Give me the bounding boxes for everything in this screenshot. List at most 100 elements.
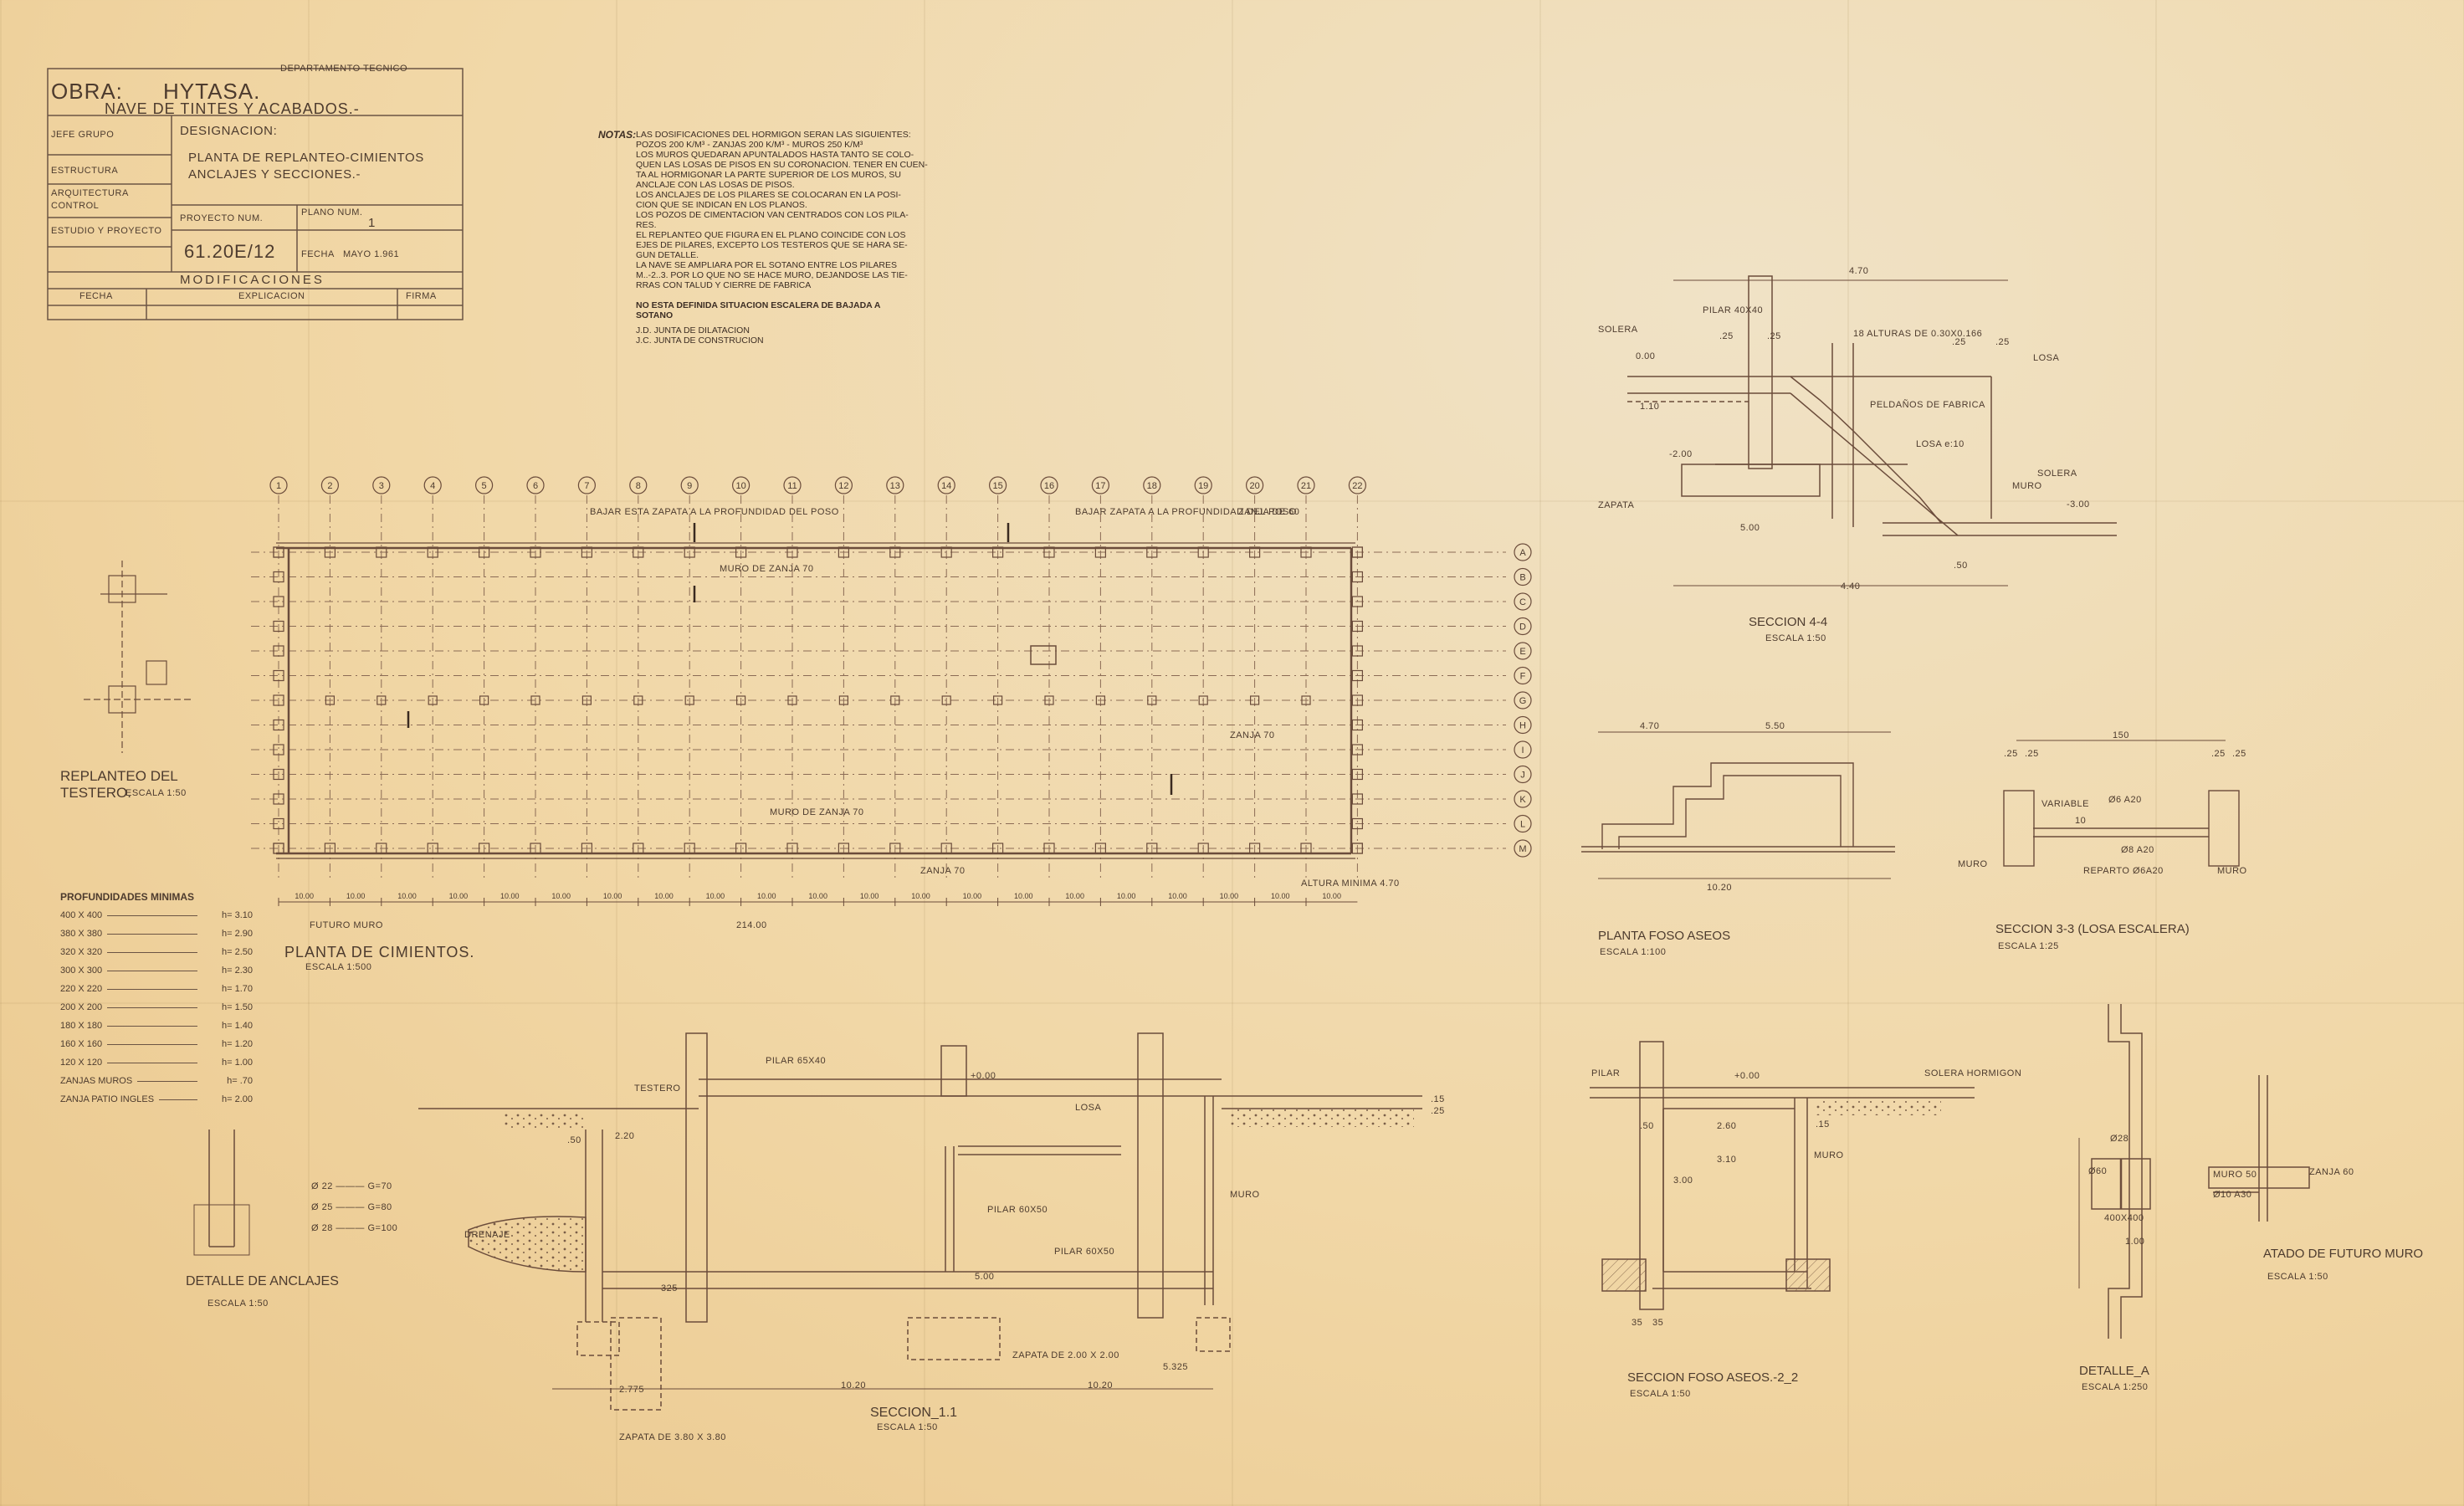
footing bbox=[940, 843, 952, 854]
column-label: 8 bbox=[636, 481, 641, 491]
footing bbox=[273, 817, 284, 830]
title-block: DEPARTAMENTO TECNICO OBRA: HYTASA. NAVE … bbox=[46, 64, 464, 326]
s11-label: +0.00 bbox=[971, 1071, 996, 1081]
atado-label: MURO 50 bbox=[2213, 1170, 2257, 1180]
deta-label: 1.00 bbox=[2125, 1237, 2145, 1247]
s22-dim: 35 bbox=[1652, 1318, 1664, 1328]
footing bbox=[427, 546, 438, 558]
atado-scale: ESCALA 1:50 bbox=[2267, 1272, 2328, 1282]
footing bbox=[1351, 645, 1364, 657]
s11-dim: 5.00 bbox=[975, 1272, 995, 1282]
s44-dim: .50 bbox=[1954, 561, 1968, 571]
row-marker bbox=[1514, 715, 1532, 735]
depth-value: h= 2.90 bbox=[221, 929, 253, 939]
note-line: LOS ANCLAJES DE LOS PILARES SE COLOCARAN… bbox=[636, 190, 901, 200]
plano-num-label: PLANO NUM. bbox=[301, 207, 363, 218]
col-firma: FIRMA bbox=[406, 291, 437, 301]
s33-label: MURO bbox=[2217, 866, 2247, 876]
s22-label: MURO bbox=[1814, 1150, 1844, 1160]
s33-label: VARIABLE bbox=[2041, 799, 2089, 809]
depth-leader bbox=[107, 914, 197, 916]
row-marker bbox=[1514, 617, 1532, 636]
role-arquitectura: ARQUITECTURA bbox=[51, 188, 129, 198]
row-label: E bbox=[1519, 647, 1525, 657]
section-3-3 bbox=[2003, 740, 2240, 867]
plan-dim-label: 10.00 bbox=[500, 892, 520, 900]
s44-label: SOLERA bbox=[2037, 469, 2077, 479]
s22-dim: 2.60 bbox=[1717, 1121, 1737, 1131]
depth-value: h= 1.50 bbox=[221, 1002, 253, 1012]
footing bbox=[1351, 719, 1364, 731]
deta-label: 400X400 bbox=[2104, 1213, 2144, 1223]
column-label: 22 bbox=[1352, 481, 1362, 491]
depth-leader bbox=[107, 988, 197, 990]
footing bbox=[1351, 620, 1364, 633]
role-control: CONTROL bbox=[51, 201, 100, 211]
s11-dim: 10.20 bbox=[841, 1380, 867, 1391]
column-marker bbox=[783, 476, 802, 494]
depth-leader bbox=[107, 951, 197, 953]
footing bbox=[530, 843, 541, 854]
footing bbox=[1146, 843, 1158, 854]
plan-section-marks bbox=[407, 523, 1173, 795]
replanteo-title-2: TESTERO. bbox=[60, 785, 132, 801]
s44-scale: ESCALA 1:50 bbox=[1765, 633, 1826, 643]
footing bbox=[324, 843, 336, 854]
column-marker bbox=[988, 476, 1007, 494]
plan-dim-label: 10.00 bbox=[1168, 892, 1187, 900]
column-marker bbox=[680, 476, 699, 494]
column-label: 15 bbox=[992, 481, 1002, 491]
column-label: 4 bbox=[430, 481, 435, 491]
plan-dim-label: 10.00 bbox=[757, 892, 776, 900]
s11-scale: ESCALA 1:50 bbox=[877, 1422, 938, 1432]
depth-value: h= 1.70 bbox=[221, 984, 253, 994]
footing bbox=[1351, 817, 1364, 830]
depth-value: h= .70 bbox=[227, 1076, 253, 1086]
footing bbox=[1043, 843, 1055, 854]
column-label: 13 bbox=[890, 481, 900, 491]
footing bbox=[478, 843, 490, 854]
atado-label: Ø10 A30 bbox=[2213, 1190, 2252, 1200]
notes-label: NOTAS: bbox=[598, 129, 637, 141]
s44-title: SECCION 4-4 bbox=[1749, 615, 1828, 629]
plan-future-wall: FUTURO MURO bbox=[310, 920, 383, 930]
plan-dim-label: 10.00 bbox=[1271, 892, 1290, 900]
column-marker bbox=[526, 476, 545, 494]
footing bbox=[1300, 843, 1312, 854]
footing bbox=[273, 843, 284, 854]
footing bbox=[1351, 843, 1364, 854]
footing bbox=[1198, 695, 1208, 705]
footing bbox=[377, 695, 387, 705]
plan-dim-label: 10.00 bbox=[1065, 892, 1084, 900]
modificaciones-label: MODIFICACIONES bbox=[180, 273, 325, 287]
fecha-value: MAYO 1.961 bbox=[343, 249, 400, 259]
column-label: 7 bbox=[584, 481, 589, 491]
plan-dim-label: 10.00 bbox=[449, 892, 469, 900]
row-label: F bbox=[1520, 672, 1526, 682]
row-label: B bbox=[1519, 573, 1525, 583]
footing bbox=[838, 695, 849, 705]
column-marker bbox=[1194, 476, 1212, 494]
row-marker bbox=[1514, 740, 1532, 759]
depth-size: 160 X 160 bbox=[60, 1039, 103, 1049]
footing bbox=[1248, 546, 1261, 558]
depth-size: 200 X 200 bbox=[60, 1002, 103, 1012]
row-label: C bbox=[1519, 597, 1526, 607]
s33-title: SECCION 3-3 (LOSA ESCALERA) bbox=[1995, 922, 2190, 936]
row-label: A bbox=[1519, 548, 1526, 558]
row-label: L bbox=[1520, 820, 1525, 830]
note-line: LAS DOSIFICACIONES DEL HORMIGON SERAN LA… bbox=[636, 130, 911, 140]
footing bbox=[1146, 546, 1158, 558]
footing bbox=[1094, 843, 1107, 854]
footing bbox=[1351, 669, 1364, 682]
plan-dim-label: 10.00 bbox=[397, 892, 417, 900]
note-line: LOS MUROS QUEDARAN APUNTALADOS HASTA TAN… bbox=[636, 150, 914, 160]
designacion-line-2: ANCLAJES Y SECCIONES.- bbox=[188, 167, 361, 182]
row-label: I bbox=[1521, 745, 1524, 756]
depth-value: h= 1.20 bbox=[221, 1039, 253, 1049]
